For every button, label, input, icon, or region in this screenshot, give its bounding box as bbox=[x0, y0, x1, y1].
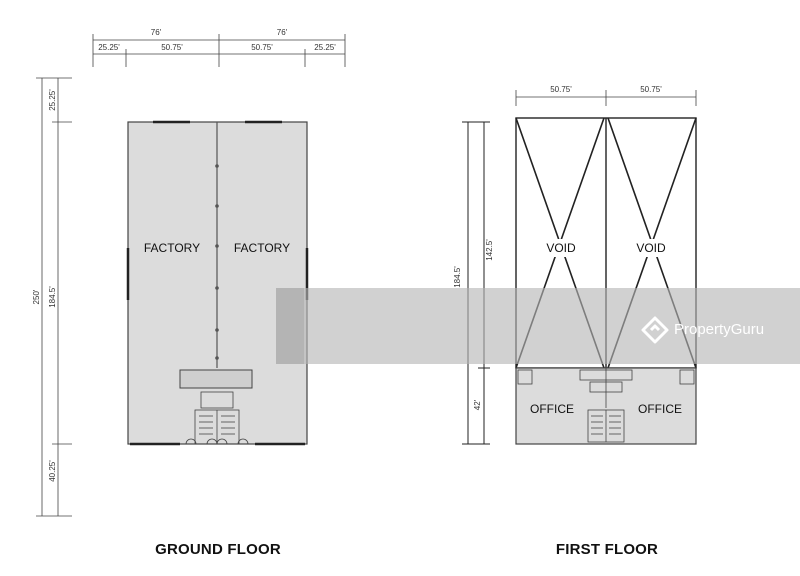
first-floor-plan: 50.75' 50.75' 184.5' 142.5' 42' VOID VOI… bbox=[453, 85, 697, 445]
first-dim-right: 50.75' bbox=[640, 85, 662, 94]
void-label-bg-right bbox=[634, 239, 668, 257]
first-office-right: OFFICE bbox=[638, 402, 682, 416]
dim-part-3: 50.75' bbox=[251, 43, 273, 52]
dim-left-main: 184.5' bbox=[48, 286, 57, 308]
first-floor-caption: FIRST FLOOR bbox=[556, 541, 658, 558]
ground-columns bbox=[215, 164, 219, 360]
dim-total-left: 76' bbox=[151, 28, 162, 37]
watermark-band bbox=[276, 288, 800, 364]
ground-floor-plan: 76' 76' 25.25' 50.75' 50.75' 25.25' 250'… bbox=[32, 28, 346, 517]
dim-part-4: 25.25' bbox=[314, 43, 336, 52]
first-top-dimensions bbox=[515, 90, 697, 106]
first-left-dimensions bbox=[462, 121, 490, 445]
ground-top-dimensions bbox=[92, 34, 346, 67]
first-dim-lower: 42' bbox=[473, 399, 482, 410]
dim-part-2: 50.75' bbox=[161, 43, 183, 52]
dim-left-rear: 40.25' bbox=[48, 460, 57, 482]
ground-stair-core bbox=[185, 391, 249, 445]
first-dim-left: 50.75' bbox=[550, 85, 572, 94]
dim-left-front: 25.25' bbox=[48, 89, 57, 111]
first-office-details bbox=[517, 368, 695, 443]
watermark-brand-text: PropertyGuru bbox=[674, 321, 764, 338]
ground-thick-walls bbox=[126, 120, 309, 446]
dim-total-right: 76' bbox=[277, 28, 288, 37]
void-label-bg-left bbox=[544, 239, 578, 257]
watermark-band-edge bbox=[276, 288, 304, 364]
first-dim-outer: 184.5' bbox=[453, 266, 462, 288]
propertyguru-watermark: PropertyGuru bbox=[276, 288, 800, 364]
ground-room-factory-right: FACTORY bbox=[234, 241, 290, 255]
first-void-left: VOID bbox=[546, 241, 576, 255]
first-void-right: VOID bbox=[636, 241, 666, 255]
propertyguru-logo-icon bbox=[641, 316, 669, 344]
first-office-left: OFFICE bbox=[530, 402, 574, 416]
ground-room-factory-left: FACTORY bbox=[144, 241, 200, 255]
first-dim-upper: 142.5' bbox=[485, 239, 494, 261]
ground-floor-caption: GROUND FLOOR bbox=[155, 541, 281, 558]
ground-left-dimensions bbox=[36, 77, 72, 517]
dim-total-height: 250' bbox=[32, 289, 41, 304]
ground-core-block bbox=[179, 369, 253, 389]
dim-part-1: 25.25' bbox=[98, 43, 120, 52]
